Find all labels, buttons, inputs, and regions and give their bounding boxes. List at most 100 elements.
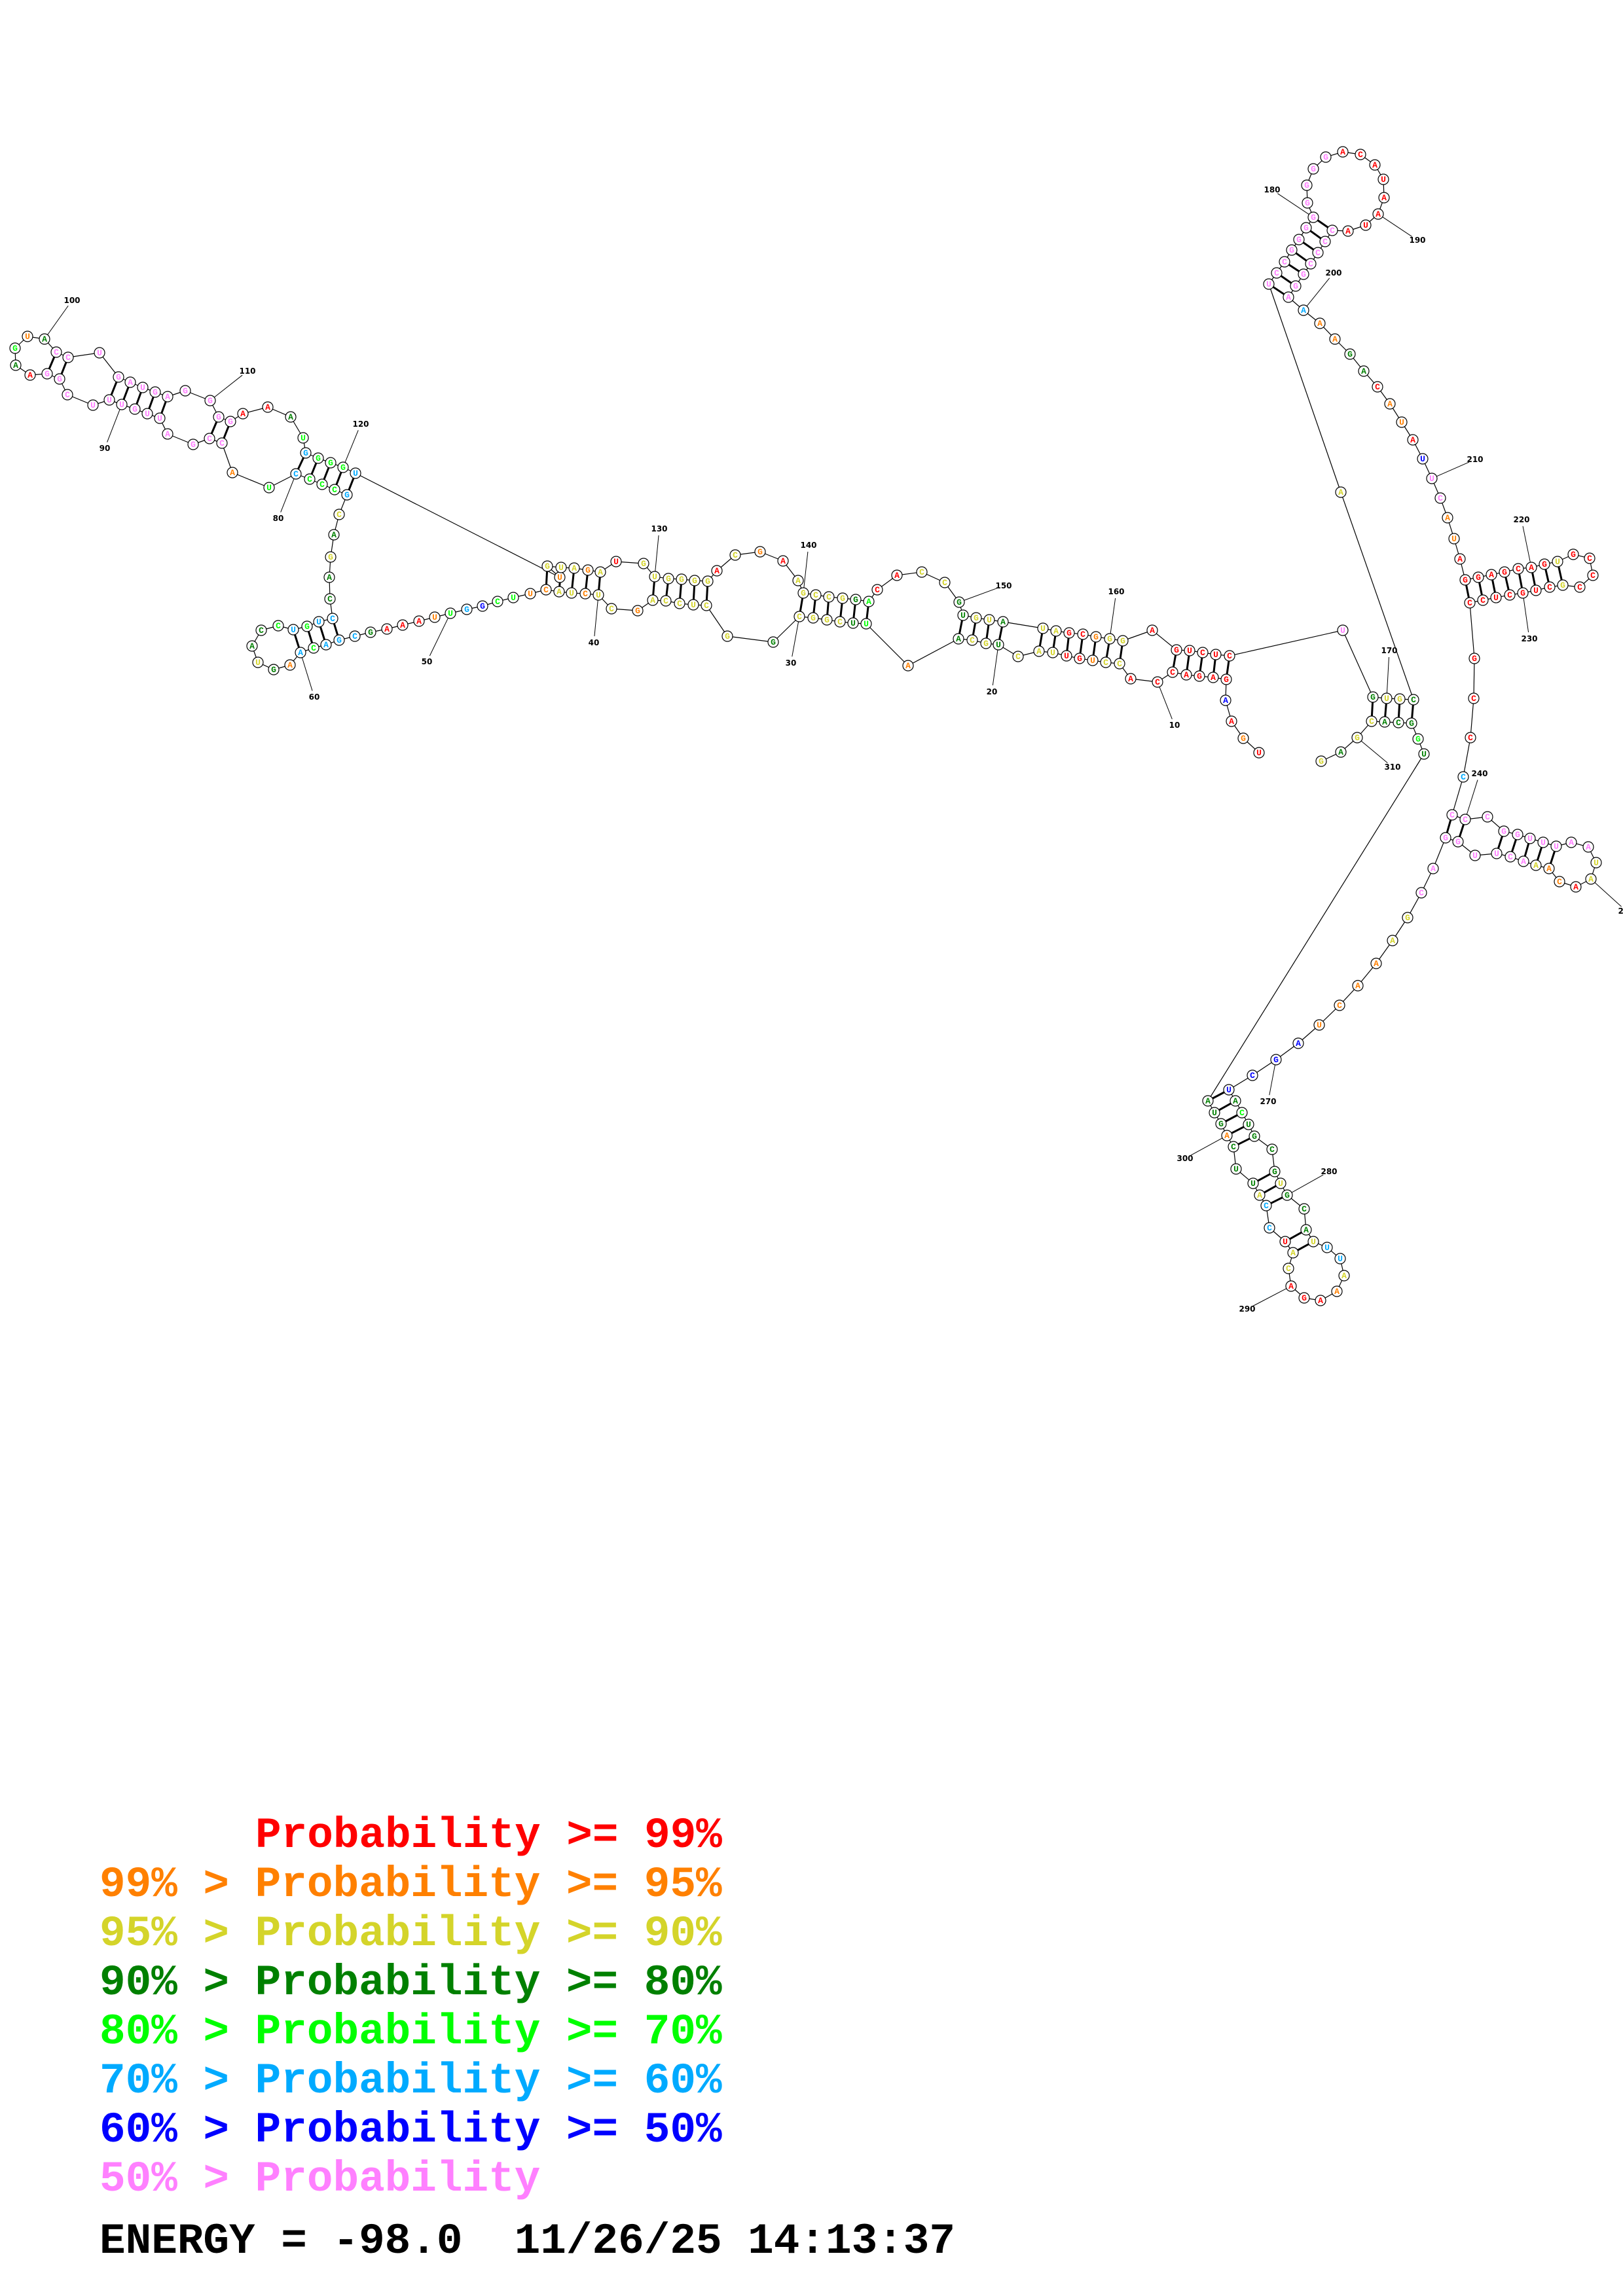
nucleotide-142: C	[823, 591, 835, 603]
base-pair-bond	[307, 631, 314, 643]
nucleotide-letter: U	[97, 348, 102, 358]
nucleotide-circle	[263, 482, 275, 493]
nucleotide-letter: G	[1560, 581, 1565, 590]
nucleotide-letter: G	[1443, 833, 1448, 843]
nucleotide-circle	[1524, 833, 1536, 844]
nucleotide-circle	[1440, 832, 1451, 844]
nucleotide-letter: G	[45, 369, 50, 379]
base-pair-bond	[1092, 641, 1097, 656]
nucleotide-letter: A	[956, 634, 961, 644]
nucleotide-letter: C	[543, 585, 549, 595]
nucleotide-circle	[381, 623, 393, 635]
nucleotide-circle	[1525, 562, 1537, 573]
nucleotide-52: A	[413, 615, 425, 627]
nucleotide-circle	[1226, 715, 1237, 727]
nucleotide-68: G	[301, 620, 313, 632]
nucleotide-circle	[1418, 748, 1430, 760]
nucleotide-letter: A	[780, 556, 786, 566]
nucleotide-156: A	[1050, 625, 1062, 637]
nucleotide-letter: U	[1266, 279, 1271, 289]
nucleotide-105: A	[124, 376, 136, 388]
nucleotide-circle	[246, 640, 258, 652]
position-number-120: 120	[352, 420, 369, 429]
nucleotide-77: C	[329, 484, 340, 495]
nucleotide-circle	[227, 467, 238, 478]
nucleotide-letter: G	[316, 454, 321, 463]
number-tick	[280, 478, 295, 512]
nucleotide-letter: U	[1311, 1237, 1316, 1247]
nucleotide-239: C	[1446, 809, 1458, 821]
nucleotide-letter: A	[1332, 334, 1338, 344]
nucleotide-21: G	[980, 637, 992, 649]
nucleotide-127: A	[594, 566, 606, 578]
nucleotide-circle	[1012, 651, 1024, 662]
nucleotide-letter: U	[1278, 1179, 1283, 1189]
nucleotide-circle	[821, 614, 833, 626]
nucleotide-circle	[1378, 192, 1390, 204]
nucleotide-circle	[1355, 149, 1366, 160]
nucleotide-letter: A	[1546, 864, 1552, 874]
nucleotide-letter: U	[1594, 858, 1599, 868]
nucleotide-308: A	[1379, 716, 1391, 728]
nucleotide-circle	[660, 595, 672, 607]
base-pair-bond	[571, 573, 575, 588]
nucleotide-letter: A	[1521, 857, 1526, 867]
nucleotide-262: C	[1415, 887, 1427, 899]
nucleotide-letter: A	[1361, 367, 1366, 376]
nucleotide-136: C	[729, 549, 741, 561]
nucleotide-circle	[337, 461, 349, 473]
legend-row-below-50: 50% > Probability	[100, 2155, 541, 2204]
nucleotide-99: U	[22, 331, 33, 342]
base-pair-bond	[160, 401, 167, 414]
nucleotide-circle	[1314, 317, 1326, 329]
nucleotide-269: A	[1292, 1037, 1304, 1049]
base-pair-bond	[1225, 1114, 1238, 1122]
nucleotide-135: A	[711, 565, 723, 577]
nucleotide-letter: A	[1317, 319, 1322, 329]
nucleotide-circle	[1557, 579, 1569, 591]
nucleotide-228: C	[1544, 581, 1556, 593]
nucleotide-179: G	[1300, 222, 1312, 234]
nucleotide-letter: G	[1107, 634, 1112, 644]
numbering: 1020304050608090100110120130140150160170…	[47, 185, 1623, 1314]
nucleotide-letter: G	[1311, 213, 1316, 223]
nucleotide-circle	[213, 411, 225, 423]
backbone-link	[1342, 630, 1374, 698]
nucleotide-216: G	[1472, 571, 1484, 583]
nucleotide-circle	[754, 546, 766, 558]
nucleotide-73: G	[325, 551, 337, 563]
nucleotide-20: U	[993, 639, 1004, 651]
base-pair-bond	[1465, 584, 1470, 598]
nucleotide-letter: C	[1103, 658, 1108, 668]
nucleotide-53: A	[397, 619, 409, 631]
nucleotide-circle	[566, 587, 577, 599]
nucleotide-letter: U	[1250, 1179, 1256, 1189]
nucleotide-305: G	[1412, 733, 1424, 745]
nucleotide-letter: G	[1301, 270, 1306, 279]
nucleotide-236: C	[1468, 692, 1480, 704]
position-number-240: 240	[1471, 769, 1487, 778]
nucleotide-145: A	[863, 596, 875, 607]
nucleotide-116: U	[297, 432, 309, 444]
nucleotide-circle	[252, 656, 264, 668]
nucleotide-letter: A	[714, 566, 720, 576]
nucleotide-letter: A	[598, 567, 603, 577]
nucleotide-circle	[1301, 179, 1313, 191]
nucleotide-letter: C	[1485, 812, 1490, 822]
nucleotide-circle	[1220, 673, 1232, 685]
nucleotide-40: U	[593, 589, 604, 601]
nucleotide-circle	[62, 351, 74, 363]
nucleotide-130: U	[649, 571, 661, 583]
base-pair-bond	[839, 603, 843, 617]
nucleotide-175: C	[1271, 267, 1283, 279]
number-tick	[429, 617, 448, 656]
nucleotide-circle	[1210, 649, 1222, 660]
nucleotide-letter: A	[1211, 673, 1216, 683]
base-pair-bond	[122, 386, 130, 401]
nucleotide-16: U	[1061, 650, 1072, 662]
nucleotide-letter: C	[813, 590, 818, 600]
nucleotide-108: A	[162, 391, 173, 403]
nucleotide-letter: G	[1323, 152, 1328, 162]
nucleotide-233: C	[1477, 594, 1489, 606]
number-tick	[992, 649, 998, 686]
